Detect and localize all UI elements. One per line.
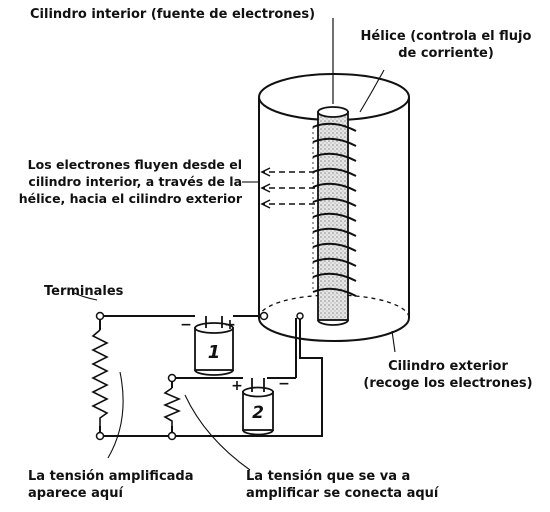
battery-2-label: 2 [252, 403, 264, 423]
label-electron-flow: Los electrones fluyen desde el cilindro … [18, 157, 242, 206]
battery-1-label: 1 [208, 342, 221, 363]
terminal-bottom [95, 431, 105, 441]
battery-2-plus: + [231, 378, 243, 394]
resistor-output [91, 329, 109, 426]
label-amplified-voltage: La tensión amplificada aparece aquí [28, 469, 194, 501]
helix-coil [312, 122, 357, 297]
resistor-input [162, 387, 182, 426]
terminal-input-top [167, 373, 177, 383]
terminal-top [95, 311, 105, 321]
label-terminals: Terminales [44, 284, 124, 299]
terminal-outer-cylinder [259, 311, 269, 321]
label-outer-cylinder: Cilindro exterior (recoge los electrones… [363, 359, 533, 391]
electron-flow-arrows [260, 167, 315, 209]
battery-2: 2 + − [231, 376, 290, 436]
terminal-inner-cylinder [296, 312, 304, 320]
inner-cylinder [317, 18, 349, 326]
terminal-input-bottom [167, 431, 177, 441]
circuit-wiring [99, 315, 323, 437]
label-helix: Hélice (controla el flujo de corriente) [360, 29, 532, 61]
battery-1: 1 − + [180, 316, 236, 376]
terminal-nodes [95, 311, 304, 441]
battery-2-minus: − [278, 376, 290, 392]
battery-1-plus: + [224, 317, 236, 333]
label-input-voltage: La tensión que se va a amplificar se con… [246, 469, 439, 501]
label-inner-cylinder: Cilindro interior (fuente de electrones) [30, 7, 316, 22]
battery-1-minus: − [180, 317, 192, 333]
